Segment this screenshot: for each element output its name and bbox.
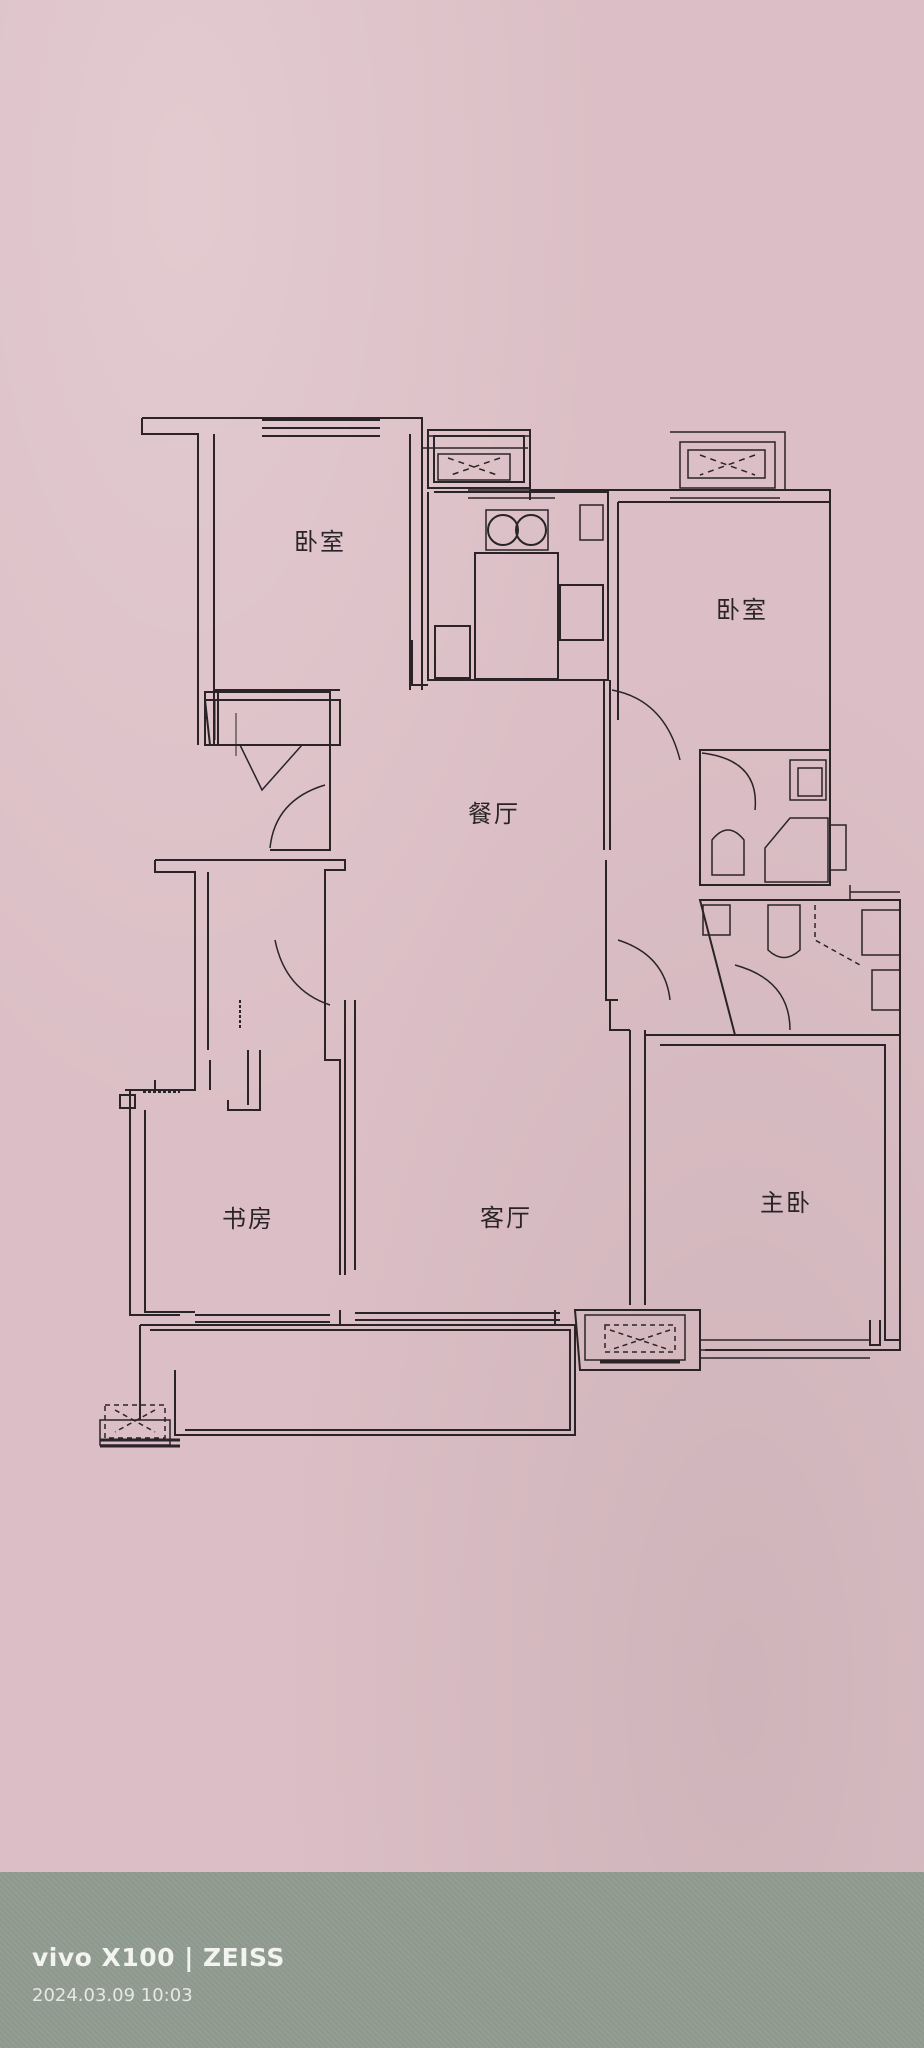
master-bedroom-walls <box>645 1034 901 1359</box>
room-label-master-bedroom: 主卧 <box>760 1189 812 1217</box>
room-label-bedroom-ne: 卧室 <box>716 596 768 624</box>
room-label-study: 书房 <box>222 1205 274 1233</box>
study-walls <box>119 859 356 1316</box>
master-bathroom <box>698 885 901 1036</box>
room-label-bedroom-nw: 卧室 <box>294 528 346 556</box>
entry-closet <box>204 691 331 851</box>
room-label-dining: 餐厅 <box>468 800 520 828</box>
background-surface <box>0 1872 924 2048</box>
bedroom-nw-walls <box>141 417 423 756</box>
room-label-living: 客厅 <box>480 1204 532 1232</box>
living-east-wall <box>609 1000 646 1305</box>
camera-brand-watermark: vivo X100 | ZEISS <box>32 1943 285 1972</box>
balcony <box>99 1324 576 1448</box>
ac-platform-top <box>422 431 786 490</box>
paper-sheet <box>0 0 924 1878</box>
floor-plan-drawing <box>99 417 901 1448</box>
dining-living-walls <box>605 860 671 1001</box>
ac-platform-south <box>573 1309 701 1371</box>
outer-wall <box>409 418 531 690</box>
bathroom <box>699 749 847 886</box>
bedroom-ne-walls <box>530 489 831 870</box>
camera-datetime-watermark: 2024.03.09 10:03 <box>32 1985 193 2006</box>
south-windows <box>195 1310 560 1325</box>
